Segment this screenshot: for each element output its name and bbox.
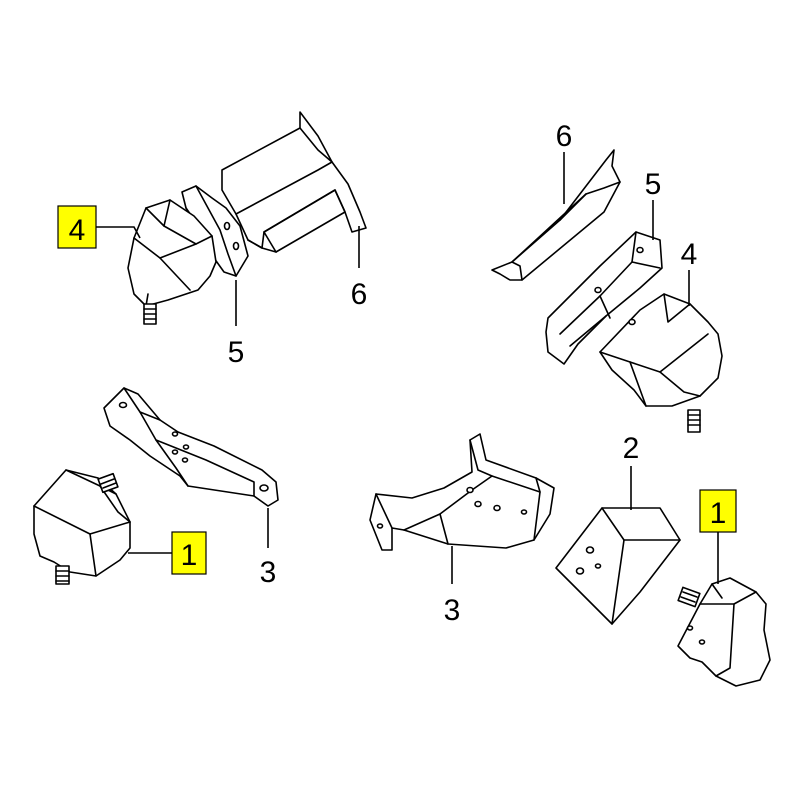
label-6-left: 6 — [351, 278, 368, 311]
label-3-center: 3 — [444, 594, 461, 627]
callout-6-left: 6 — [351, 226, 368, 311]
leader-4-left — [96, 226, 141, 239]
label-3-left: 3 — [260, 556, 277, 589]
callout-6-right: 6 — [556, 120, 573, 204]
part-1-right-mount — [677, 577, 771, 687]
label-2-right: 2 — [623, 432, 640, 465]
callout-4-right: 4 — [681, 238, 698, 306]
part-4-left-insulator — [127, 199, 217, 325]
callout-4-left: 4 — [57, 205, 141, 249]
callout-2-right: 2 — [623, 432, 640, 510]
part-6-left-shield — [221, 111, 367, 253]
highlight-box-1-right — [699, 489, 737, 533]
part-3-left-bracket — [103, 387, 279, 507]
part-6-right-shield — [491, 149, 621, 281]
callout-3-left: 3 — [260, 508, 277, 589]
callout-3-center: 3 — [444, 546, 461, 627]
callout-1-right: 1 — [699, 489, 737, 584]
callout-1-left: 1 — [128, 531, 207, 575]
label-1-right: 1 — [710, 497, 727, 530]
part-5-right-cradle — [545, 231, 663, 365]
label-5-right: 5 — [645, 168, 662, 201]
callout-5-right: 5 — [645, 168, 662, 240]
callout-5-left: 5 — [228, 280, 245, 369]
label-5-left: 5 — [228, 336, 245, 369]
highlight-box-4-left — [57, 205, 97, 249]
label-4-left: 4 — [69, 214, 86, 247]
part-1-left-mount — [33, 469, 131, 585]
highlight-box-1-left — [171, 531, 207, 575]
part-4-right-insulator — [599, 293, 723, 433]
label-6-right: 6 — [556, 120, 573, 153]
label-4-right: 4 — [681, 238, 698, 271]
label-1-left: 1 — [181, 539, 198, 572]
part-2-block — [555, 507, 681, 625]
part-3-center-bracket — [369, 433, 555, 551]
